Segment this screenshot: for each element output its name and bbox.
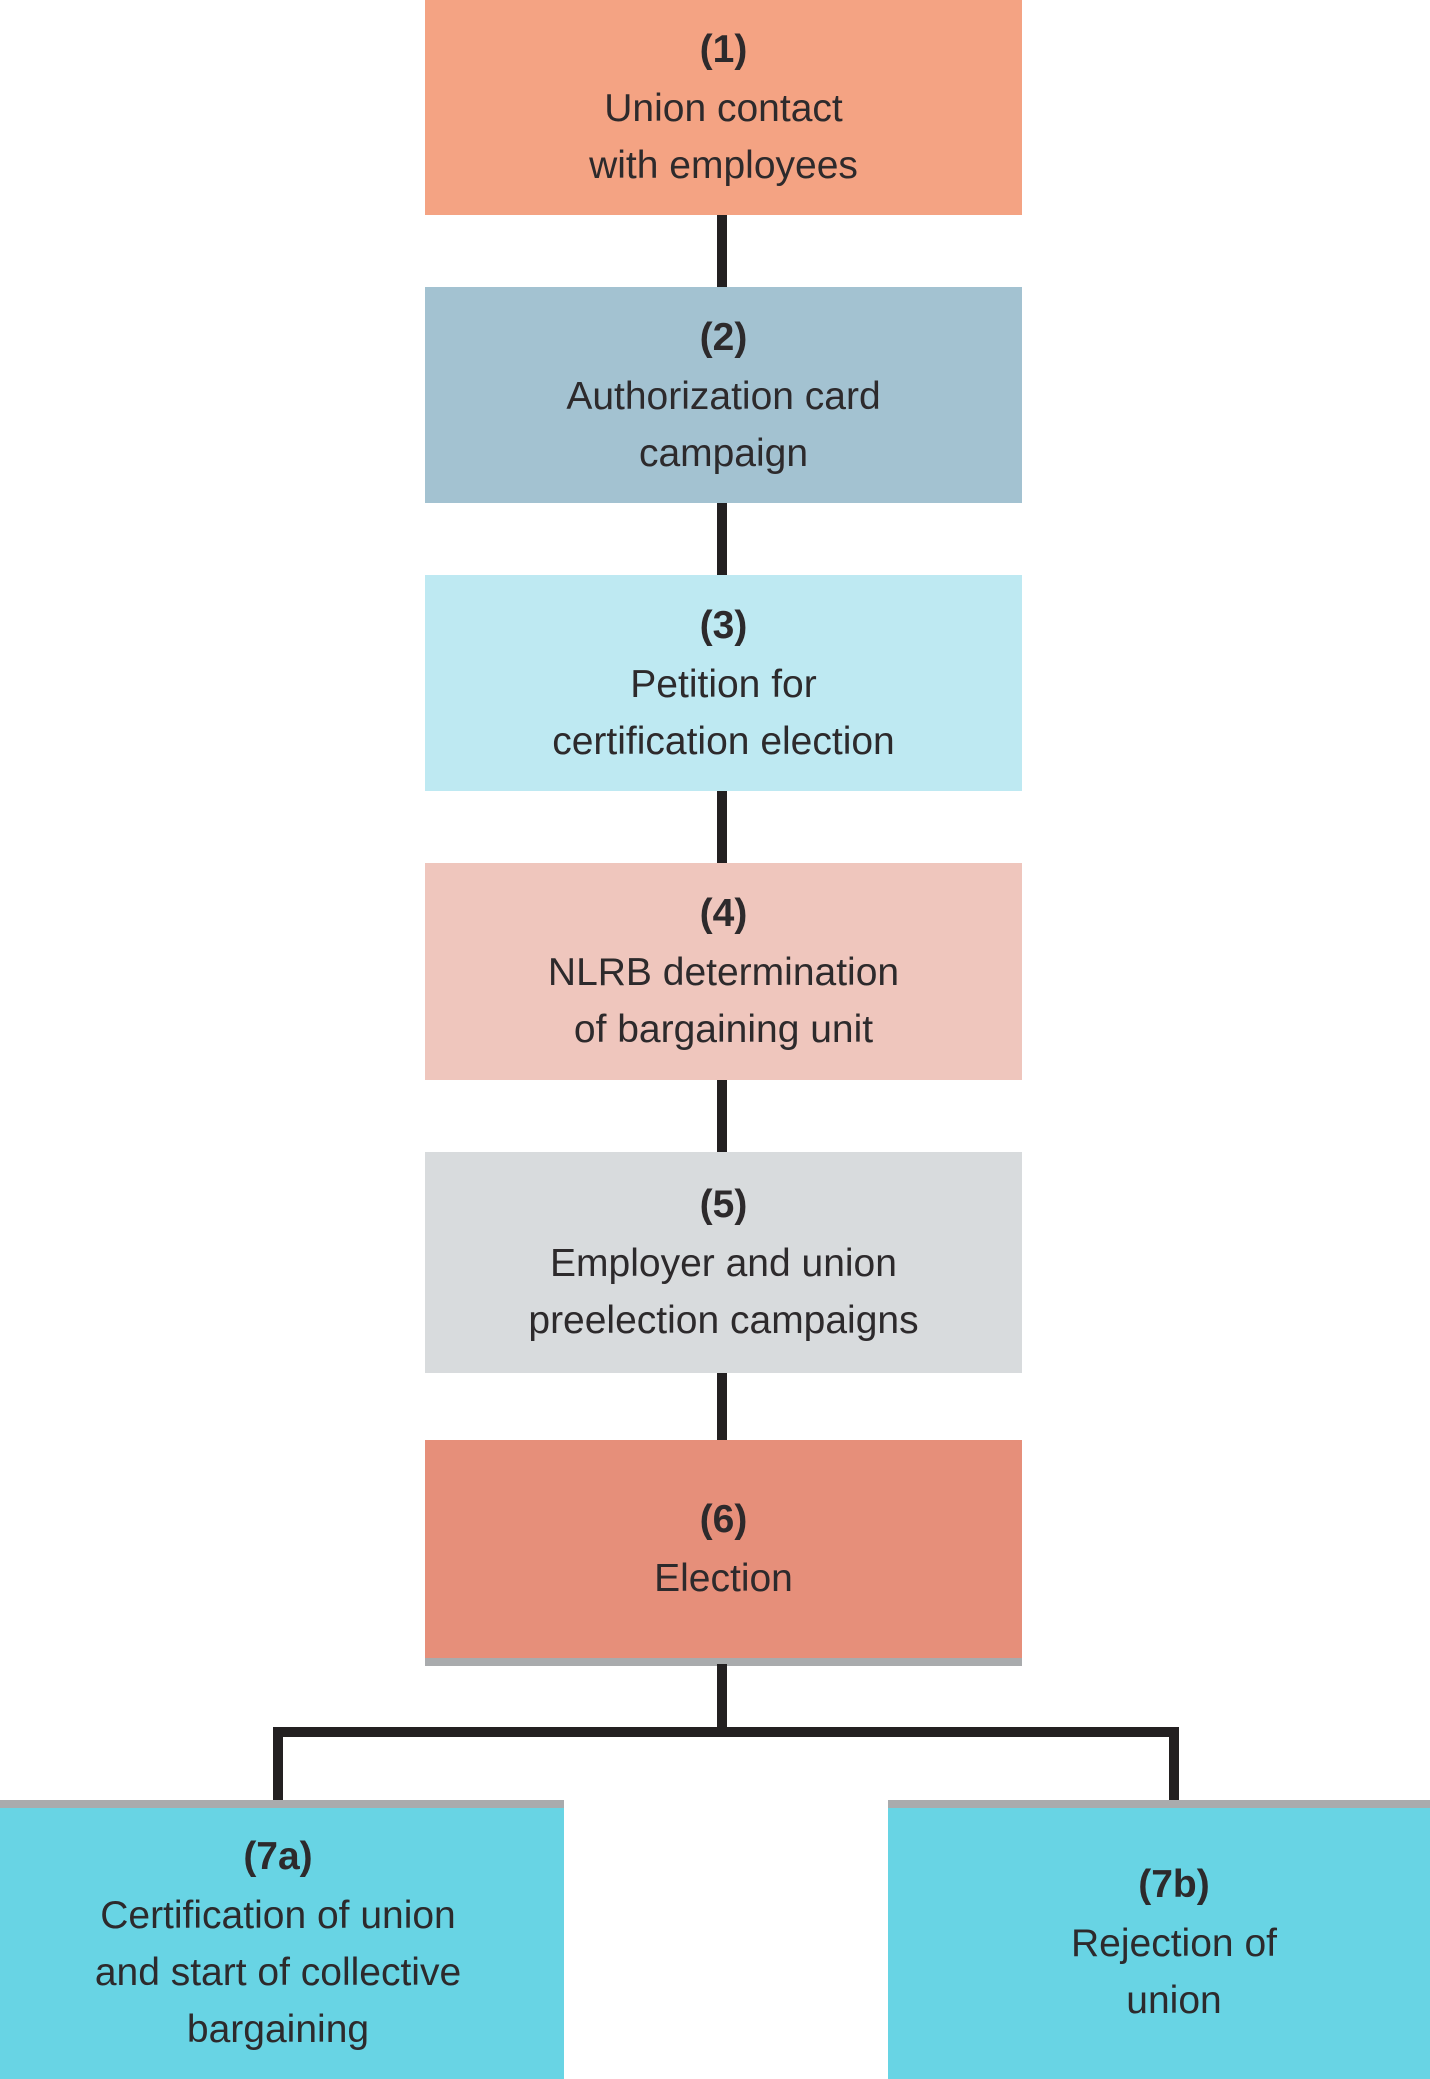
step-line: certification election bbox=[552, 719, 895, 763]
step-line: Certification of union bbox=[100, 1894, 456, 1937]
step-line: Authorization card bbox=[566, 374, 881, 418]
connector-branch-horizontal bbox=[273, 1727, 1179, 1737]
step-box-6: (6) Election bbox=[425, 1440, 1022, 1666]
connector-step4-step5 bbox=[717, 1080, 727, 1152]
step-line: and start of collective bbox=[94, 1951, 462, 1994]
step-line: Election bbox=[654, 1557, 793, 1600]
step-box-4: (4) NLRB determination of bargaining uni… bbox=[425, 863, 1022, 1080]
step-line: bargaining bbox=[186, 2008, 370, 2051]
step-number: (5) bbox=[699, 1183, 748, 1226]
step-number: (3) bbox=[699, 603, 748, 647]
connector-step1-step2 bbox=[717, 215, 727, 287]
connector-step3-step4 bbox=[717, 791, 727, 863]
connector-step5-step6 bbox=[717, 1373, 727, 1440]
step-line: NLRB determination bbox=[547, 951, 900, 994]
step-line: campaign bbox=[638, 431, 809, 475]
step-number: (4) bbox=[699, 892, 748, 935]
step-line: of bargaining unit bbox=[573, 1008, 874, 1051]
step-line: Petition for bbox=[630, 662, 817, 706]
step-number: (7a) bbox=[243, 1835, 313, 1878]
step-box-5: (5) Employer and union preelection campa… bbox=[425, 1152, 1022, 1373]
connector-branch-left-drop bbox=[273, 1727, 283, 1800]
connector-step6-branch bbox=[717, 1664, 727, 1732]
connector-branch-right-drop bbox=[1169, 1727, 1179, 1800]
step-line: Rejection of bbox=[1071, 1922, 1277, 1965]
step-box-7a: (7a) Certification of union and start of… bbox=[0, 1800, 564, 2079]
step-box-2: (2) Authorization card campaign bbox=[425, 287, 1022, 503]
step-line: Union contact bbox=[604, 87, 843, 130]
step-number: (6) bbox=[699, 1498, 748, 1541]
step-number: (7b) bbox=[1138, 1863, 1210, 1906]
step-line: with employees bbox=[589, 144, 858, 187]
step-line: Employer and union bbox=[550, 1242, 897, 1285]
step-number: (1) bbox=[699, 28, 748, 71]
step-box-1: (1) Union contact with employees bbox=[425, 0, 1022, 215]
step-box-3: (3) Petition for certification election bbox=[425, 575, 1022, 791]
step-box-7b: (7b) Rejection of union bbox=[888, 1800, 1430, 2079]
step-line: preelection campaigns bbox=[528, 1299, 919, 1342]
step-line: union bbox=[1126, 1979, 1222, 2022]
connector-step2-step3 bbox=[717, 503, 727, 575]
step-number: (2) bbox=[699, 315, 748, 359]
